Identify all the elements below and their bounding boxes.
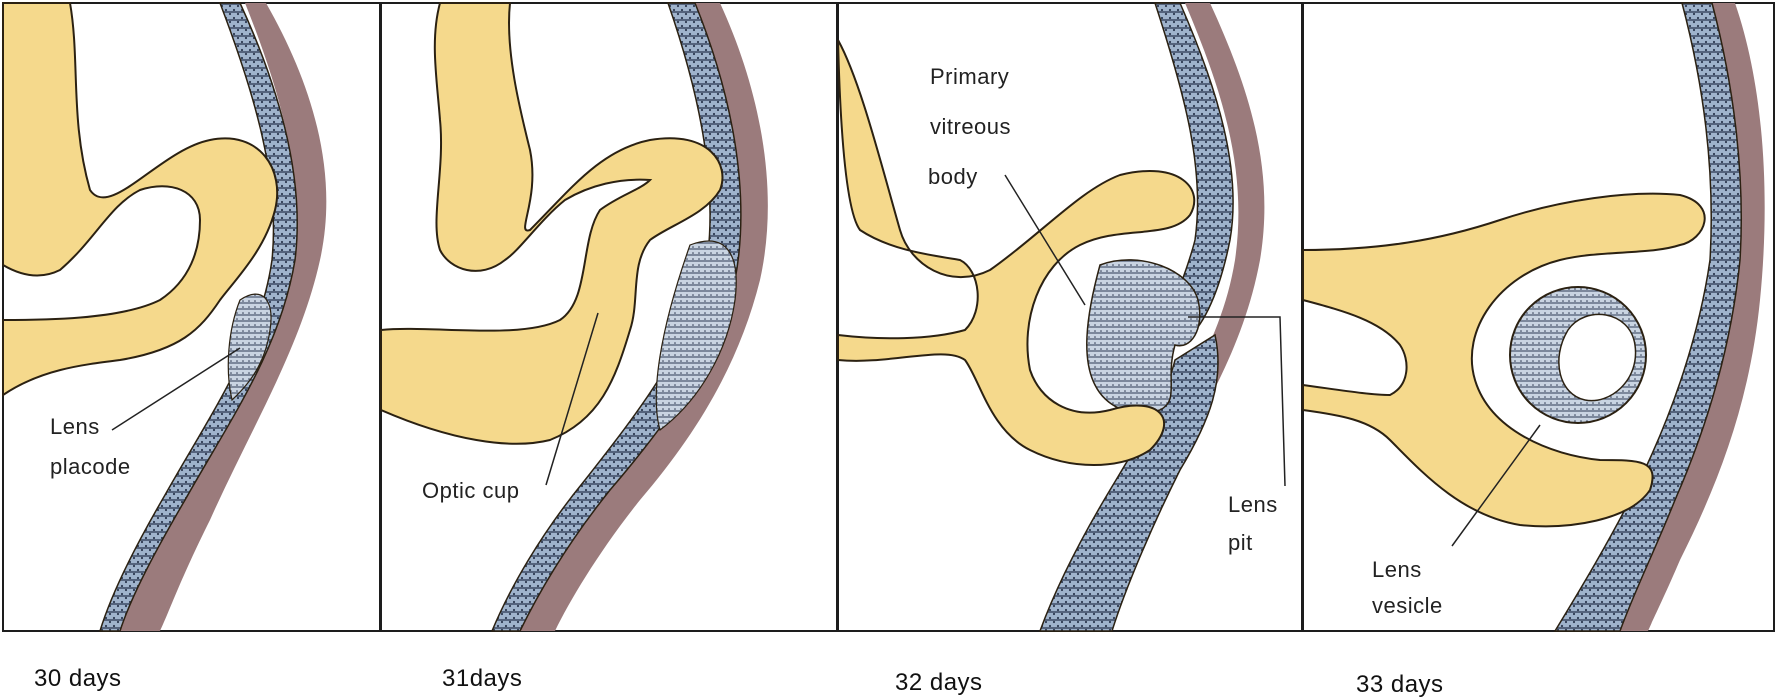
- label-lens: Lens: [50, 414, 100, 439]
- label-lens-pit-1: Lens: [1228, 492, 1278, 517]
- panel-32-days: Primary vitreous body Lens pit 32 days: [838, 3, 1302, 696]
- label-vesicle: vesicle: [1372, 593, 1443, 618]
- label-primary: Primary: [930, 64, 1009, 89]
- caption-33-days: 33 days: [1356, 671, 1444, 698]
- label-placode: placode: [50, 454, 131, 479]
- panel-31-days: Optic cup 31days: [381, 3, 837, 692]
- panel-33-days: Lens vesicle 33 days: [1303, 3, 1774, 698]
- label-lens-pit-2: pit: [1228, 530, 1253, 555]
- label-body: body: [928, 164, 978, 189]
- label-vitreous: vitreous: [930, 114, 1011, 139]
- label-optic-cup: Optic cup: [422, 478, 519, 503]
- panel-30-days: Lens placode 30 days: [3, 3, 380, 692]
- caption-31-days: 31days: [442, 665, 522, 692]
- label-lens: Lens: [1372, 557, 1422, 582]
- caption-30-days: 30 days: [34, 665, 122, 692]
- caption-32-days: 32 days: [895, 669, 983, 696]
